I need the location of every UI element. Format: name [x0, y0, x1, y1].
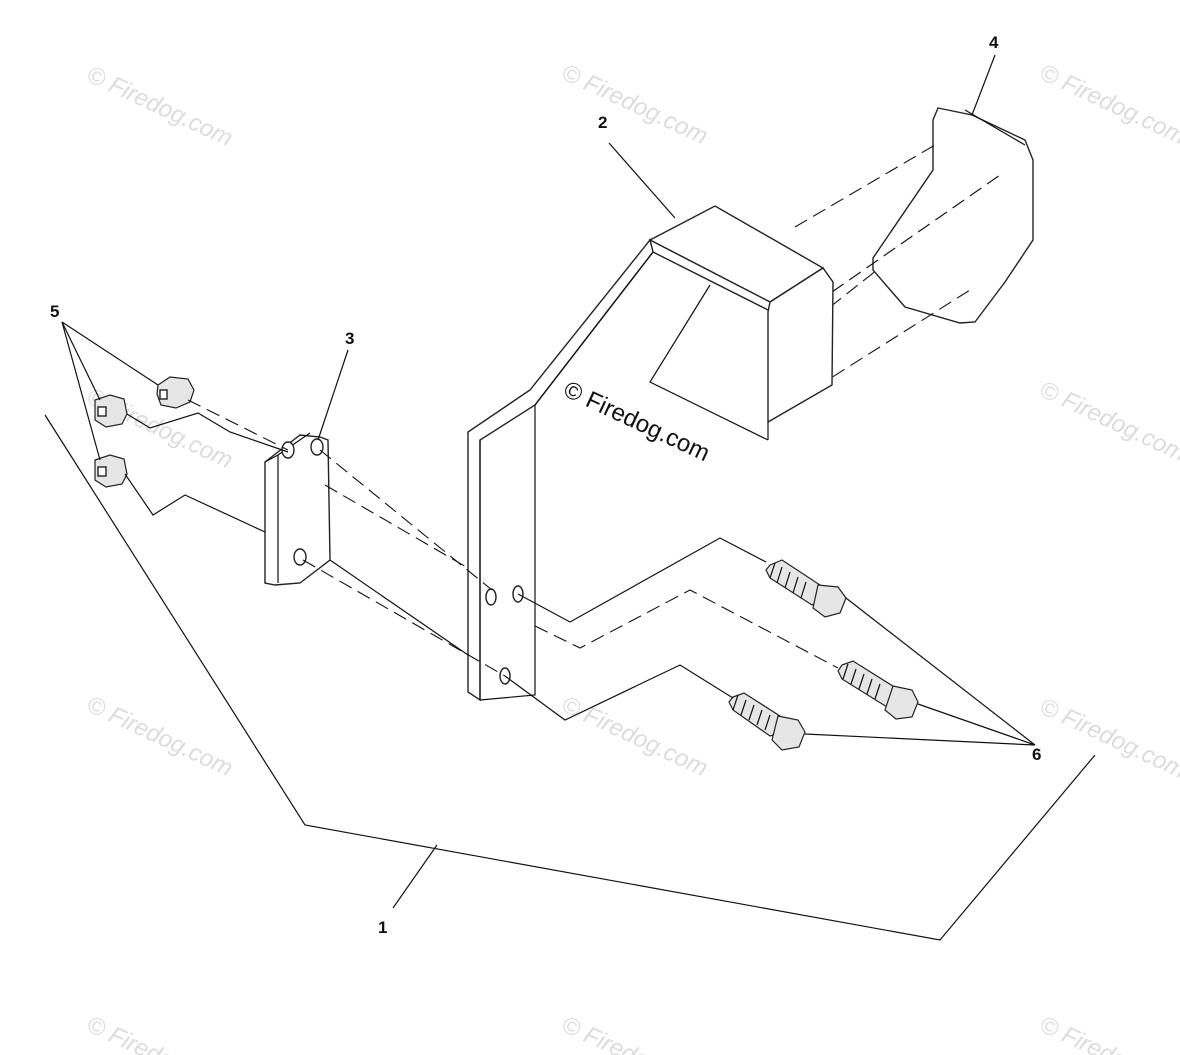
watermark-faint: © Firedog.com — [1035, 376, 1180, 467]
watermark-faint: © Firedog.com — [82, 1011, 236, 1055]
callout-2: 2 — [598, 113, 607, 132]
watermark-faint: © Firedog.com — [557, 59, 711, 150]
watermark-faint: © Firedog.com — [1035, 1011, 1180, 1055]
bracket-part-2 — [467, 205, 834, 702]
watermark-faint: © Firedog.com — [557, 691, 711, 782]
watermark-faint: © Firedog.com — [1035, 59, 1180, 150]
callout-6: 6 — [1032, 745, 1041, 764]
alignment-lines-upper — [794, 144, 1001, 389]
alignment-lines-lower — [124, 399, 839, 721]
leader-4 — [971, 54, 996, 116]
leaders-5 — [61, 321, 159, 461]
bolt-part-6b — [837, 660, 919, 720]
leader-3 — [317, 349, 349, 441]
bolt-part-6c — [728, 692, 806, 751]
leader-2 — [608, 142, 676, 219]
nut-part-5 — [94, 376, 195, 488]
watermark-faint: © Firedog.com — [1035, 693, 1180, 784]
leaders-6 — [804, 597, 1036, 746]
leader-1 — [392, 844, 438, 909]
pad-part-4 — [872, 107, 1034, 324]
watermark-faint: © Firedog.com — [557, 1011, 711, 1055]
bolt-part-6a — [765, 559, 847, 618]
callout-1: 1 — [378, 918, 387, 937]
watermark-main: © Firedog.com — [559, 376, 713, 467]
callout-5: 5 — [50, 302, 59, 321]
callout-3: 3 — [345, 329, 354, 348]
plate-part-3 — [264, 432, 331, 586]
watermark-faint: © Firedog.com — [82, 691, 236, 782]
assembly-bracket-line — [44, 414, 1096, 941]
callout-4: 4 — [989, 33, 999, 52]
watermark-faint: © Firedog.com — [82, 61, 236, 152]
